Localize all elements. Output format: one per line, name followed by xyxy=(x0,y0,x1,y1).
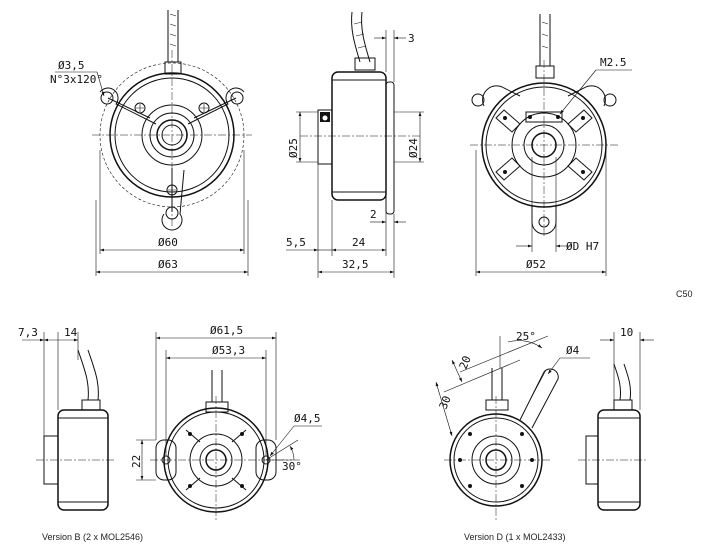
dim-dh7: ØD H7 xyxy=(566,240,599,253)
dim-d53-3: Ø53,3 xyxy=(212,344,245,357)
dim-22: 22 xyxy=(130,455,143,468)
dim-d61-5: Ø61,5 xyxy=(210,324,243,337)
version-d-side-view: 10 xyxy=(578,326,654,511)
caption-version-d: Version D (1 x MOL2433) xyxy=(464,532,566,542)
dim-d4: Ø4 xyxy=(566,344,580,357)
dim-3: 3 xyxy=(408,32,415,45)
dim-7-3: 7,3 xyxy=(18,326,38,339)
dim-5-5: 5,5 xyxy=(286,236,306,249)
dim-d25: Ø25 xyxy=(287,138,300,158)
cable xyxy=(164,10,182,75)
dim-24: 24 xyxy=(352,236,366,249)
dim-20: 20 xyxy=(457,354,474,371)
dim-d63: Ø63 xyxy=(158,258,178,271)
dim-2: 2 xyxy=(370,208,377,221)
version-b-front-view: Ø61,5 Ø53,3 22 Ø4,5 30° xyxy=(130,324,322,522)
caption-version-b: Version B (2 x MOL2546) xyxy=(42,532,143,542)
dim-14: 14 xyxy=(64,326,78,339)
dim-10: 10 xyxy=(620,326,633,339)
dim-d4-5: Ø4,5 xyxy=(294,412,321,425)
dim-32-5: 32,5 xyxy=(342,258,369,271)
dim-d24: Ø24 xyxy=(407,138,420,158)
front-view-three-tab: Ø3,5 N°3x120° Ø60 Ø63 xyxy=(50,10,252,276)
version-b-side-view: 7,3 14 xyxy=(18,326,116,511)
dim-d60: Ø60 xyxy=(158,236,178,249)
thread-label: M2.5 xyxy=(600,56,627,69)
dim-d52: Ø52 xyxy=(526,258,546,271)
front-view-two-tab: M2.5 ØD H7 Ø52 xyxy=(470,14,632,276)
hole-pattern-label: N°3x120° xyxy=(50,73,103,86)
drawing-code: C50 xyxy=(676,289,693,299)
hole-diameter-label: Ø3,5 xyxy=(58,59,85,72)
version-d-front-view: 20 30 25° Ø4 xyxy=(435,330,590,520)
angle-30: 30° xyxy=(282,460,302,473)
dim-30: 30 xyxy=(437,394,454,411)
side-view: Ø25 Ø24 3 2 5,5 24 32,5 xyxy=(286,11,424,278)
angle-25: 25° xyxy=(516,330,536,343)
